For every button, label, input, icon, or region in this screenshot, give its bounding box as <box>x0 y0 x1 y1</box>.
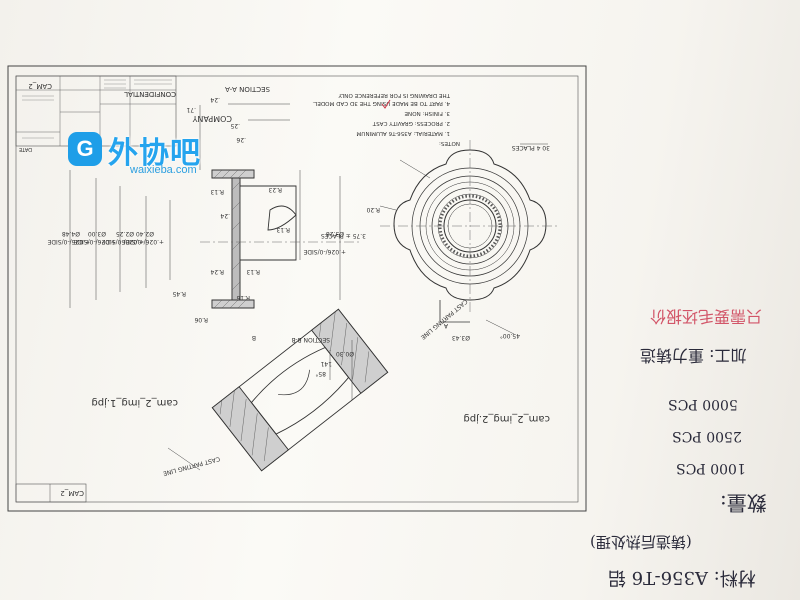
sheet-label-bottom: CAM_2 <box>60 489 84 497</box>
handwritten-material: 材料: A356-T6 铝 <box>608 567 756 588</box>
dim-bb-r: 141 <box>320 360 332 367</box>
title-block: CONFIDENTIAL COMPANY CAM_2 DATE <box>15 75 232 152</box>
drawing-border-inner <box>15 75 579 503</box>
dim-bb-d: Ø0.30 <box>336 350 354 357</box>
notes-line-4: 4. PART TO BE MADE USING THE 3D CAD MODE… <box>312 100 450 106</box>
dim-bore: Ø3.43 <box>452 334 470 341</box>
dim-places: 3.75 ± PLACES <box>321 232 366 239</box>
dim-l4: .25 <box>230 122 240 129</box>
view-label-b: B <box>252 334 256 341</box>
handwritten-material-note: (铸造后热处理) <box>590 533 692 551</box>
front-view <box>379 140 560 335</box>
dim-d4: Ø2.25 <box>116 230 134 237</box>
dim-places4: 30 4 PLACES <box>512 144 550 151</box>
sheet-label-top: CAM_2 <box>28 82 52 90</box>
notes-line-1: 1. MATERIAL: A356-T6 ALUMINUM <box>356 130 450 136</box>
dim-d2: Ø3.00 <box>88 230 106 237</box>
check-mark <box>381 99 391 109</box>
watermark-title: 外协吧 <box>108 137 201 170</box>
section-bb-view <box>211 308 389 472</box>
section-aa-view: SECTION A-A <box>47 85 366 323</box>
watermark-subtitle: waixieba.com <box>130 164 197 176</box>
parting-line-bottom: CAST PARTING LINE <box>162 455 221 477</box>
handwritten-qty-3: 5000 PCS <box>668 396 738 412</box>
notes-block: NOTES: 1. MATERIAL: A356-T6 ALUMINUM 2. … <box>312 92 460 146</box>
dim-l6: .24 <box>220 212 230 219</box>
handwritten-quantity-label: 数量: <box>720 491 767 515</box>
dim-tol3: +.026/-0/SIDE <box>121 238 164 245</box>
image-caption-1: cam_2_img_1.jpg <box>91 397 178 408</box>
date-label: DATE <box>19 146 32 152</box>
dim-l5: .26 <box>236 136 246 143</box>
notes-line-2: 2. PROCESS: GRAVITY CAST <box>372 120 450 126</box>
dim-r-c: R.16 <box>236 294 250 301</box>
notes-heading: NOTES: <box>439 140 460 146</box>
handwritten-red-note: 只需要毛坯报价 <box>650 307 763 326</box>
dim-ring: Ø3.28 <box>326 230 344 237</box>
dim-r-f: R.13 <box>210 188 224 195</box>
site-watermark: G 外协吧 waixieba.com <box>68 126 208 178</box>
dim-l7: R.13 <box>246 268 260 275</box>
dim-d3: Ø2.40 <box>136 230 154 237</box>
dim-angle45: 45.00° <box>500 332 520 339</box>
dim-r-d: R.13 <box>276 226 290 233</box>
dim-d1: Ø4.48 <box>62 230 80 237</box>
notes-line-5: THE DRAWING IS FOR REFERENCE ONLY <box>338 92 451 98</box>
drawing-border-outer <box>7 65 587 512</box>
dim-bb-angle: 85° <box>315 370 326 377</box>
notes-line-3: 3. FINISH: NONE <box>404 110 450 116</box>
company-label: COMPANY <box>192 114 232 123</box>
sheet-label-bottom-block: CAM_2 <box>15 483 87 503</box>
dim-tol2: +.026/-0/SIDE <box>73 238 116 245</box>
section-bb-title: SECTION B-B <box>291 336 330 343</box>
confidential-label: CONFIDENTIAL <box>124 90 176 98</box>
section-aa-title: SECTION A-A <box>225 85 270 93</box>
dim-l2: .71 <box>186 106 196 113</box>
handwritten-qty-2: 2500 PCS <box>672 428 742 444</box>
dim-r-e: R.23 <box>268 186 282 193</box>
dim-r-b: R.06 <box>194 316 208 323</box>
dim-tol1: +.026/-0/SIDE <box>47 238 90 245</box>
dim-tol5: +.026/-0/SIDE <box>303 248 346 255</box>
image-caption-2: cam_2_img_2.jpg <box>463 413 550 424</box>
watermark-logo-icon: G <box>68 132 102 166</box>
dim-r-a: R.45 <box>172 290 186 297</box>
dim-l3: R.24 <box>210 268 224 275</box>
dim-r-g: R.20 <box>366 206 380 213</box>
dim-l1: .24 <box>210 96 220 103</box>
handwritten-qty-1: 1000 PCS <box>676 460 746 476</box>
handwritten-process: 加工: 重力铸造 <box>640 346 747 365</box>
view-label-a: A <box>443 322 448 329</box>
dim-tol4: +.026/-0/SIDE <box>101 238 144 245</box>
